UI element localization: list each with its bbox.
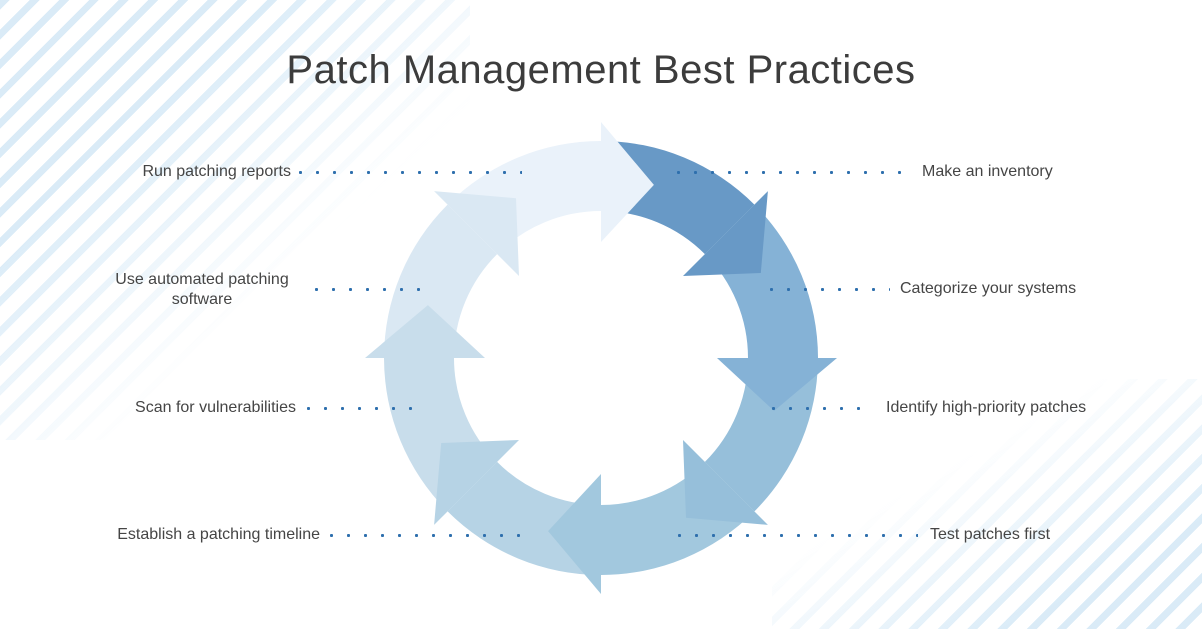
leader-dots-make-an-inventory: [676, 170, 909, 175]
label-use-automated-patching-software: Use automated patching software: [115, 271, 289, 308]
leader-dots-use-automated-patching-software: [314, 287, 434, 292]
cycle-arrowhead-test-patches-first: [548, 474, 601, 594]
label-establish-a-patching-timeline: Establish a patching timeline: [117, 526, 320, 543]
cycle-arrowhead-run-patching-reports: [601, 122, 654, 242]
page-title: Patch Management Best Practices: [286, 48, 916, 92]
cycle-arrowhead-make-an-inventory: [683, 191, 768, 276]
leader-dots-identify-high-priority-patches: [771, 406, 866, 411]
label-scan-for-vulnerabilities: Scan for vulnerabilities: [135, 399, 296, 416]
label-make-an-inventory: Make an inventory: [922, 163, 1053, 180]
leader-dots-categorize-your-systems: [769, 287, 890, 292]
leader-dots-establish-a-patching-timeline: [329, 533, 522, 538]
cycle-arrowhead-establish-a-patching-timeline: [434, 440, 519, 525]
label-categorize-your-systems: Categorize your systems: [900, 280, 1077, 297]
cycle-arrowhead-scan-for-vulnerabilities: [365, 305, 485, 358]
label-test-patches-first: Test patches first: [930, 526, 1051, 543]
leader-dots-scan-for-vulnerabilities: [306, 406, 424, 411]
label-identify-high-priority-patches: Identify high-priority patches: [886, 399, 1087, 416]
label-run-patching-reports: Run patching reports: [142, 163, 291, 180]
leader-dots-run-patching-reports: [298, 170, 522, 175]
cycle-arrowhead-identify-high-priority-patches: [683, 440, 768, 525]
cycle-arrowhead-use-automated-patching-software: [434, 191, 519, 276]
cycle-arrowhead-categorize-your-systems: [717, 358, 837, 411]
leader-dots-test-patches-first: [677, 533, 918, 538]
